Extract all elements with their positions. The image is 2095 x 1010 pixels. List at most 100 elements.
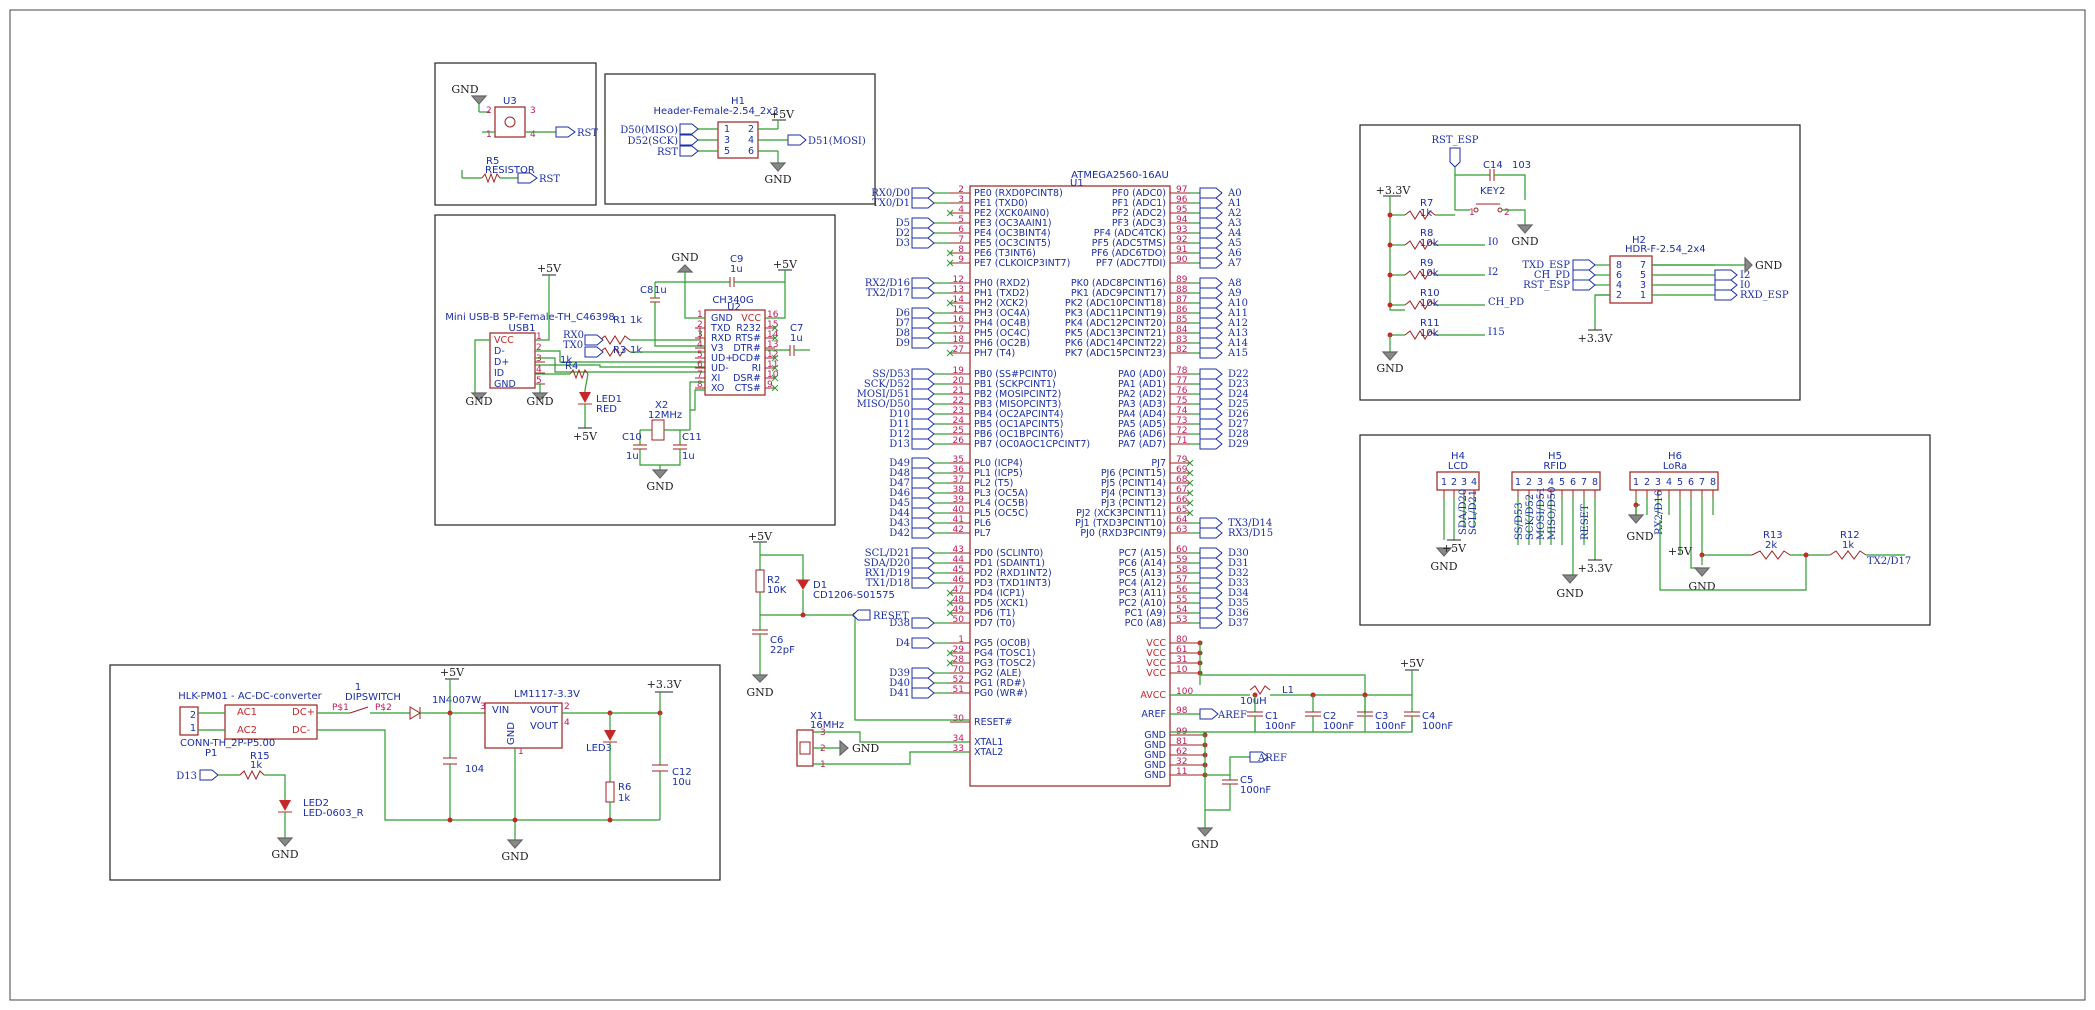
usb-gnd-2: GND: [526, 395, 553, 408]
svg-text:PB2 (MOSIPCINT2): PB2 (MOSIPCINT2): [974, 389, 1061, 400]
svg-text:PD3 (TXD1INT3): PD3 (TXD1INT3): [974, 578, 1051, 589]
led2-ref: LED2: [303, 798, 329, 809]
r10-ref: R10: [1420, 288, 1440, 299]
svg-text:PG1 (RD#): PG1 (RD#): [974, 678, 1025, 689]
ch340-pin-label: VCC: [741, 313, 761, 324]
r11-value: 10k: [1420, 328, 1439, 339]
svg-text:18: 18: [953, 335, 965, 345]
net-label: SDA/D20: [864, 558, 910, 569]
h1-gnd: GND: [764, 173, 791, 186]
esp-gnd-1: GND: [1511, 235, 1538, 248]
svg-text:5: 5: [958, 215, 964, 225]
svg-text:54: 54: [1176, 605, 1188, 615]
c4-ref: C4: [1422, 711, 1435, 722]
c5-value: 100nF: [1240, 785, 1271, 796]
svg-text:3: 3: [1640, 280, 1646, 291]
c1-value: 100nF: [1265, 721, 1296, 732]
svg-text:14: 14: [953, 295, 965, 305]
c14-value: 103: [1512, 160, 1531, 171]
hlk-title: HLK-PM01 - AC-DC-converter: [178, 691, 322, 702]
svg-text:1: 1: [190, 723, 196, 734]
diode-1n4007: [409, 706, 421, 720]
svg-text:1: 1: [518, 747, 524, 757]
frame-usb-block: [434, 214, 836, 526]
svg-text:PJ3 (PCINT12): PJ3 (PCINT12): [1101, 498, 1166, 509]
tx0-label: TX0: [563, 340, 583, 351]
svg-text:58: 58: [1176, 565, 1188, 575]
d1-ref: D1: [813, 580, 827, 591]
svg-text:1: 1: [1441, 477, 1447, 488]
r8-ref: R8: [1420, 228, 1433, 239]
net-label: D34: [1228, 588, 1249, 599]
net-label: D9: [896, 338, 910, 349]
svg-text:PB3 (MISOPCINT3): PB3 (MISOPCINT3): [974, 399, 1061, 410]
svg-text:17: 17: [953, 325, 964, 335]
svg-text:PA3 (AD3): PA3 (AD3): [1118, 399, 1166, 410]
svg-text:53: 53: [1176, 615, 1187, 625]
led1-5v: +5V: [573, 430, 598, 443]
svg-text:7: 7: [697, 370, 703, 380]
h2-left-label: TXD_ESP: [1522, 260, 1570, 271]
net-label: RX1/D19: [865, 568, 910, 579]
svg-text:32: 32: [1176, 757, 1187, 767]
svg-text:PH4 (OC4B): PH4 (OC4B): [974, 318, 1030, 329]
net-label: A6: [1227, 248, 1242, 259]
net-label: D42: [889, 528, 910, 539]
net-label: TX1/D18: [866, 578, 910, 589]
svg-text:68: 68: [1176, 475, 1188, 485]
svg-text:VCC: VCC: [1146, 668, 1166, 679]
net-label: A3: [1227, 218, 1242, 229]
svg-text:5: 5: [1677, 477, 1683, 488]
svg-text:P$1: P$1: [332, 703, 349, 713]
net-label: A8: [1227, 278, 1242, 289]
x2-ref: X2: [655, 400, 668, 411]
h2-right-label: RXD_ESP: [1740, 290, 1789, 301]
usb-ref: USB1: [509, 323, 536, 334]
net-label: TX3/D14: [1228, 518, 1272, 529]
svg-text:5: 5: [697, 350, 703, 360]
h4-signal: SDA/D20: [1458, 489, 1469, 535]
reset-rc-block: +5V R2 10K D1 CD1206-S01575 RESET C6 22p…: [746, 530, 970, 770]
net-label: D32: [1228, 568, 1249, 579]
svg-text:80: 80: [1176, 635, 1188, 645]
usb-title: Mini USB-B 5P-Female-TH_C46398: [445, 312, 615, 323]
ch340-pin-label: DCD#: [732, 353, 761, 364]
svg-text:PH7 (T4): PH7 (T4): [974, 348, 1015, 359]
svg-text:PE2 (XCK0AIN0): PE2 (XCK0AIN0): [974, 208, 1049, 219]
svg-text:PC2 (A10): PC2 (A10): [1119, 598, 1166, 609]
svg-text:PL2 (T5): PL2 (T5): [974, 478, 1013, 489]
svg-text:19: 19: [953, 366, 965, 376]
svg-text:50: 50: [953, 615, 965, 625]
net-label: D30: [1228, 548, 1249, 559]
net-label: D22: [1228, 369, 1249, 380]
svg-text:95: 95: [1176, 205, 1187, 215]
svg-text:2: 2: [1451, 477, 1457, 488]
svg-text:11: 11: [1176, 767, 1187, 777]
svg-text:25: 25: [953, 426, 964, 436]
svg-text:PJ7: PJ7: [1151, 458, 1166, 469]
svg-text:PG5 (OC0B): PG5 (OC0B): [974, 638, 1030, 649]
svg-text:PL0 (ICP4): PL0 (ICP4): [974, 458, 1023, 469]
ch340-body: [704, 309, 766, 396]
svg-text:69: 69: [1176, 465, 1188, 475]
svg-text:4: 4: [536, 365, 542, 375]
svg-text:29: 29: [953, 645, 965, 655]
net-label: D28: [1228, 429, 1249, 440]
net-label: D41: [889, 688, 910, 699]
